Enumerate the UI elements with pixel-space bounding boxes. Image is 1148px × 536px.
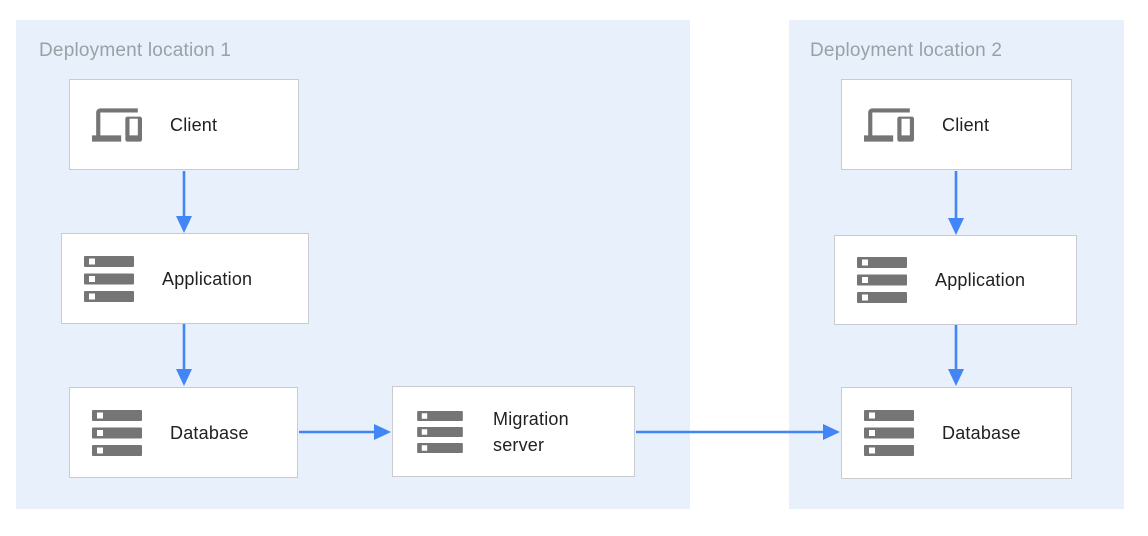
node-label: Database bbox=[942, 423, 1021, 443]
server-icon bbox=[853, 257, 911, 303]
region-label-location-1: Deployment location 1 bbox=[39, 40, 232, 61]
devices-icon bbox=[88, 100, 146, 150]
server-icon bbox=[860, 410, 918, 456]
node-client-2: Client bbox=[841, 79, 1072, 170]
node-application-1: Application bbox=[61, 233, 309, 324]
node-label: Application bbox=[935, 270, 1026, 290]
node-client-1: Client bbox=[69, 79, 299, 170]
node-migration-server: Migration server bbox=[392, 386, 635, 477]
node-label: Migration server bbox=[493, 408, 569, 455]
node-database-2: Database bbox=[841, 387, 1072, 479]
region-label-location-2: Deployment location 2 bbox=[810, 40, 1003, 61]
devices-icon bbox=[860, 100, 918, 150]
node-label: Client bbox=[170, 114, 218, 135]
node-application-2: Application bbox=[834, 235, 1077, 325]
node-label: Client bbox=[942, 114, 990, 135]
node-label: Application bbox=[162, 268, 253, 289]
server-icon bbox=[88, 409, 146, 456]
server-icon bbox=[411, 410, 469, 453]
node-database-1: Database bbox=[69, 387, 298, 478]
server-icon bbox=[80, 255, 138, 302]
node-label: Database bbox=[170, 422, 249, 443]
